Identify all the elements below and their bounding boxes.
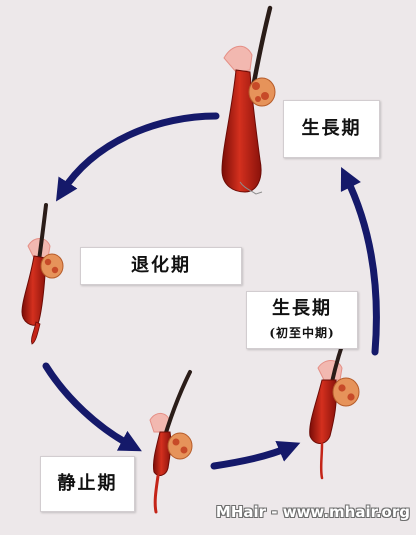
label-catagen: 退化期 bbox=[80, 247, 242, 285]
label-early-anagen: 生長期 (初至中期) bbox=[246, 291, 358, 349]
label-early-anagen-subtext: (初至中期) bbox=[269, 325, 335, 340]
label-early-anagen-text: 生長期 bbox=[272, 298, 332, 320]
label-anagen: 生長期 bbox=[283, 100, 380, 158]
label-anagen-text: 生長期 bbox=[301, 117, 362, 139]
follicle-anagen bbox=[221, 5, 276, 195]
label-telogen-text: 静止期 bbox=[57, 472, 118, 494]
arrow-telogen-to-early-anagen bbox=[210, 440, 301, 470]
arrow-early-anagen-to-anagen bbox=[340, 166, 380, 356]
follicle-catagen bbox=[21, 203, 64, 345]
label-telogen: 静止期 bbox=[40, 456, 135, 512]
label-catagen-text: 退化期 bbox=[131, 254, 191, 276]
follicle-telogen bbox=[149, 370, 193, 514]
watermark: MHair - www.mhair.org bbox=[215, 503, 410, 521]
arrow-catagen-to-telogen bbox=[42, 362, 142, 452]
follicle-early-anagen bbox=[309, 326, 360, 480]
arrow-anagen-to-catagen bbox=[55, 112, 220, 202]
